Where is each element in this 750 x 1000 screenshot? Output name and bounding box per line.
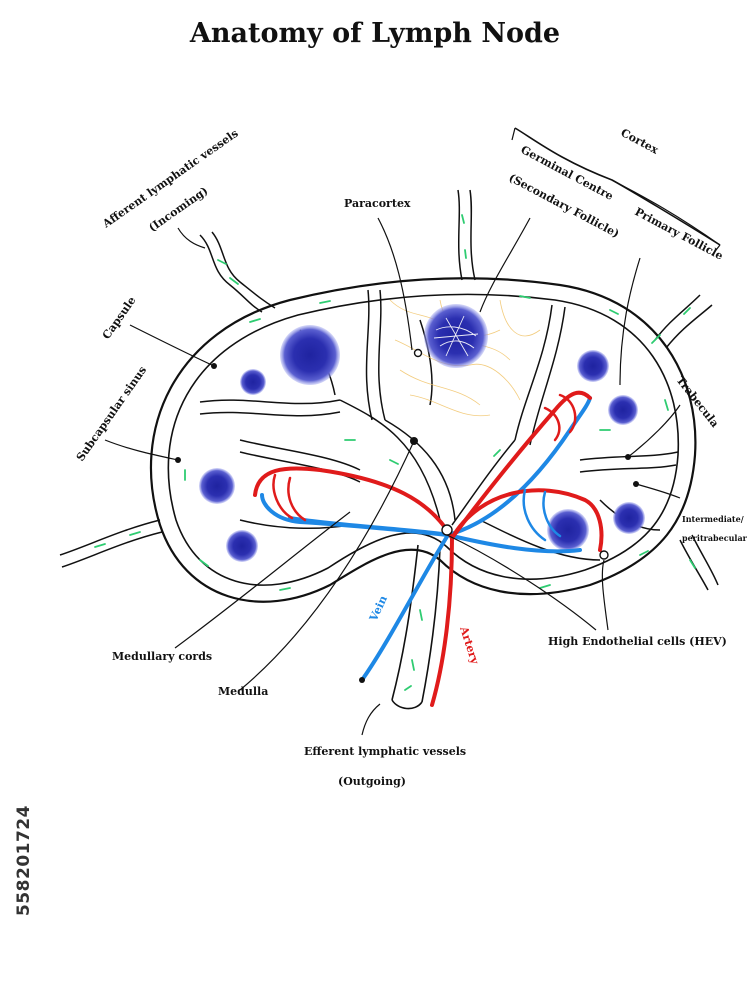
primary-follicle: [226, 530, 258, 562]
label-cortex: Cortex: [619, 126, 661, 157]
label-artery: Artery: [457, 624, 482, 666]
primary-follicle: [577, 350, 609, 382]
label-medulla: Medulla: [218, 685, 268, 698]
stock-id: 558201724: [14, 805, 34, 916]
diagram-title: Anatomy of Lymph Node: [189, 18, 561, 49]
germinal-centre-pattern: [433, 315, 479, 357]
artery: [253, 390, 604, 707]
label-subcapsular-sinus: Subcapsular sinus: [74, 364, 149, 464]
efferent-vessel: [391, 544, 441, 710]
label-vein: Vein: [367, 594, 390, 625]
primary-follicle: [613, 502, 645, 534]
primary-follicle: [280, 325, 340, 385]
lymph-flow-arrows: [94, 214, 696, 691]
label-peritrabecular: peritrabecular sinus: [682, 533, 750, 543]
label-intermediate: Intermediate/: [682, 514, 744, 524]
label-hev: High Endothelial cells (HEV): [548, 635, 727, 648]
primary-follicle: [608, 395, 638, 425]
capsule-inner: [167, 293, 680, 586]
primary-follicle: [547, 509, 589, 551]
label-medullary-cords: Medullary cords: [112, 650, 212, 663]
label-primary-follicle: Primary Follicle: [633, 205, 726, 262]
trabeculae: [199, 289, 679, 561]
label-trabecula: Trabecula: [674, 374, 722, 430]
capillary-loops: [272, 393, 577, 542]
primary-follicle: [240, 369, 266, 395]
label-outgoing: (Outgoing): [338, 775, 406, 788]
vein: [260, 396, 592, 682]
afferent-vessels: [59, 189, 719, 591]
primary-follicle: [199, 468, 235, 504]
follicles: [199, 304, 645, 562]
label-efferent: Efferent lymphatic vessels: [304, 745, 466, 758]
capsule-outer: [149, 277, 697, 603]
label-capsule: Capsule: [100, 294, 139, 342]
leader-lines: [104, 127, 721, 736]
label-paracortex: Paracortex: [344, 197, 411, 210]
